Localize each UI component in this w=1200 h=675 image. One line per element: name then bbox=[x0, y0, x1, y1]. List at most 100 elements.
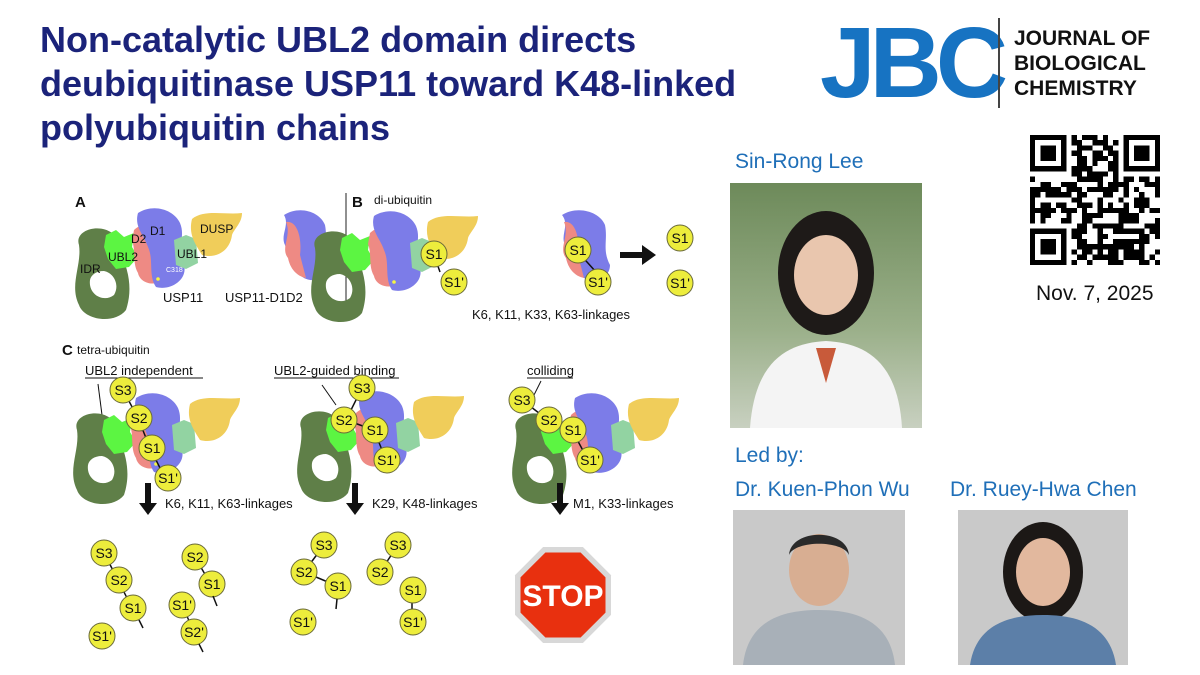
active-site-label: C318 bbox=[166, 267, 183, 274]
panel-letter: B bbox=[352, 194, 363, 211]
ubiquitin-label: S1' bbox=[670, 275, 690, 291]
journal-name-line: CHEMISTRY bbox=[1014, 77, 1137, 100]
ubiquitin-subunit bbox=[373, 446, 401, 474]
ubiquitin-subunit bbox=[125, 404, 153, 432]
mode-heading: UBL2-guided binding bbox=[274, 363, 395, 378]
linkage-caption: K6, K11, K33, K63-linkages bbox=[472, 307, 631, 322]
qr-code-icon[interactable] bbox=[1030, 135, 1160, 265]
ubiquitin-subunit bbox=[88, 622, 116, 650]
stop-sign-text: STOP bbox=[522, 580, 603, 613]
linkage-bond bbox=[335, 598, 338, 610]
linkage-caption: K6, K11, K63-linkages bbox=[165, 496, 293, 511]
mode-heading: colliding bbox=[527, 363, 574, 378]
arrow-down-icon bbox=[551, 503, 569, 515]
ubiquitin-subunit bbox=[384, 531, 412, 559]
usp11-d1d2-d2 bbox=[285, 221, 306, 278]
arrow-right-icon bbox=[642, 245, 656, 265]
ubiquitin-subunit bbox=[105, 566, 133, 594]
journal-name-line: BIOLOGICAL bbox=[1014, 52, 1146, 75]
linkage-bond bbox=[212, 595, 218, 607]
ubiquitin-subunit bbox=[399, 576, 427, 604]
ubiquitin-label: S1 bbox=[425, 246, 442, 262]
led-by-label: Led by: bbox=[735, 444, 804, 467]
leader-photo bbox=[733, 510, 905, 665]
ubiquitin-subunit bbox=[508, 386, 536, 414]
usp11-bound-diubiquitin bbox=[311, 211, 478, 323]
ubiquitin-subunit bbox=[289, 608, 317, 636]
ubiquitin-label: S1' bbox=[444, 274, 464, 290]
ubiquitin-label: S1' bbox=[580, 452, 600, 468]
ubiquitin-subunit bbox=[168, 591, 196, 619]
mode-heading: UBL2 independent bbox=[85, 363, 193, 378]
ubiquitin-label: S3 bbox=[315, 537, 332, 553]
ubiquitin-label: S2 bbox=[540, 412, 557, 428]
linkage-caption: M1, K33-linkages bbox=[573, 496, 674, 511]
leader-name: Dr. Kuen-Phon Wu bbox=[735, 478, 910, 501]
caption-usp11: USP11 bbox=[163, 290, 203, 305]
arrow-down-icon bbox=[352, 483, 358, 505]
ubiquitin-label: S1 bbox=[671, 230, 688, 246]
panel-heading: di-ubiquitin bbox=[374, 193, 432, 207]
ubiquitin-subunit bbox=[324, 572, 352, 600]
pointer-arrow bbox=[321, 384, 337, 406]
ubiquitin-subunit bbox=[361, 416, 389, 444]
ubiquitin-label: S1 bbox=[143, 440, 160, 456]
arrow-right-icon bbox=[620, 252, 644, 258]
ubiquitin-label: S2' bbox=[184, 624, 204, 640]
ubiquitin-label: S1 bbox=[404, 582, 421, 598]
ubiquitin-label: S1' bbox=[172, 597, 192, 613]
ubiquitin-subunit bbox=[198, 570, 226, 598]
arrow-down-icon bbox=[139, 503, 157, 515]
ubiquitin-subunit bbox=[330, 406, 358, 434]
ubiquitin-subunit bbox=[181, 543, 209, 571]
pointer-arrow bbox=[97, 383, 103, 416]
ubiquitin-label: S1 bbox=[366, 422, 383, 438]
ubiquitin-subunit bbox=[310, 531, 338, 559]
ubiquitin-subunit bbox=[399, 608, 427, 636]
arrow-down-icon bbox=[346, 503, 364, 515]
ubiquitin-subunit bbox=[559, 416, 587, 444]
caption-usp11-d1d2: USP11-D1D2 bbox=[225, 290, 303, 305]
ubiquitin-subunit bbox=[564, 236, 592, 264]
page-title: Non-catalytic UBL2 domain directs deubiq… bbox=[40, 19, 737, 148]
ubiquitin-subunit bbox=[366, 558, 394, 586]
ubiquitin-subunit bbox=[138, 434, 166, 462]
ubiquitin-subunit bbox=[119, 594, 147, 622]
ubiquitin-label: S1' bbox=[293, 614, 313, 630]
ubiquitin-label: S3 bbox=[353, 380, 370, 396]
ubiquitin-label: S1' bbox=[92, 628, 112, 644]
ubiquitin-subunit bbox=[666, 269, 694, 297]
arrow-down-icon bbox=[557, 483, 563, 505]
ubiquitin-label: S1 bbox=[203, 576, 220, 592]
ubiquitin-label: S1' bbox=[158, 470, 178, 486]
ubiquitin-subunit bbox=[666, 224, 694, 252]
linkage-caption: K29, K48-linkages bbox=[372, 496, 478, 511]
ubiquitin-label: S3 bbox=[389, 537, 406, 553]
arrow-down-icon bbox=[145, 483, 151, 505]
jbc-logo: JBC bbox=[820, 7, 1008, 119]
ubiquitin-label: S2 bbox=[186, 549, 203, 565]
ubiquitin-subunit bbox=[535, 406, 563, 434]
ubiquitin-label: S2 bbox=[130, 410, 147, 426]
leader-name: Dr. Ruey-Hwa Chen bbox=[950, 478, 1137, 501]
ubiquitin-label: S3 bbox=[95, 545, 112, 561]
panel-heading: tetra-ubiquitin bbox=[77, 343, 150, 357]
stop-sign-icon bbox=[520, 552, 606, 638]
pointer-arrow bbox=[533, 380, 542, 396]
ubiquitin-label: S2 bbox=[335, 412, 352, 428]
domain-label-ubl1: UBL1 bbox=[177, 247, 207, 261]
ubiquitin-label: S1' bbox=[377, 452, 397, 468]
ubiquitin-label: S3 bbox=[513, 392, 530, 408]
ubiquitin-subunit bbox=[440, 268, 468, 296]
author-name: Sin-Rong Lee bbox=[735, 150, 864, 173]
ubiquitin-label: S2 bbox=[295, 564, 312, 580]
person-silhouette bbox=[750, 211, 902, 428]
ubiquitin-subunit bbox=[584, 268, 612, 296]
ubiquitin-subunit bbox=[576, 446, 604, 474]
ubiquitin-label: S1 bbox=[329, 578, 346, 594]
ubiquitin-subunit bbox=[348, 374, 376, 402]
person-silhouette bbox=[970, 522, 1116, 665]
ubiquitin-subunit bbox=[290, 558, 318, 586]
ubiquitin-label: S1 bbox=[569, 242, 586, 258]
ubiquitin-label: S1' bbox=[588, 274, 608, 290]
